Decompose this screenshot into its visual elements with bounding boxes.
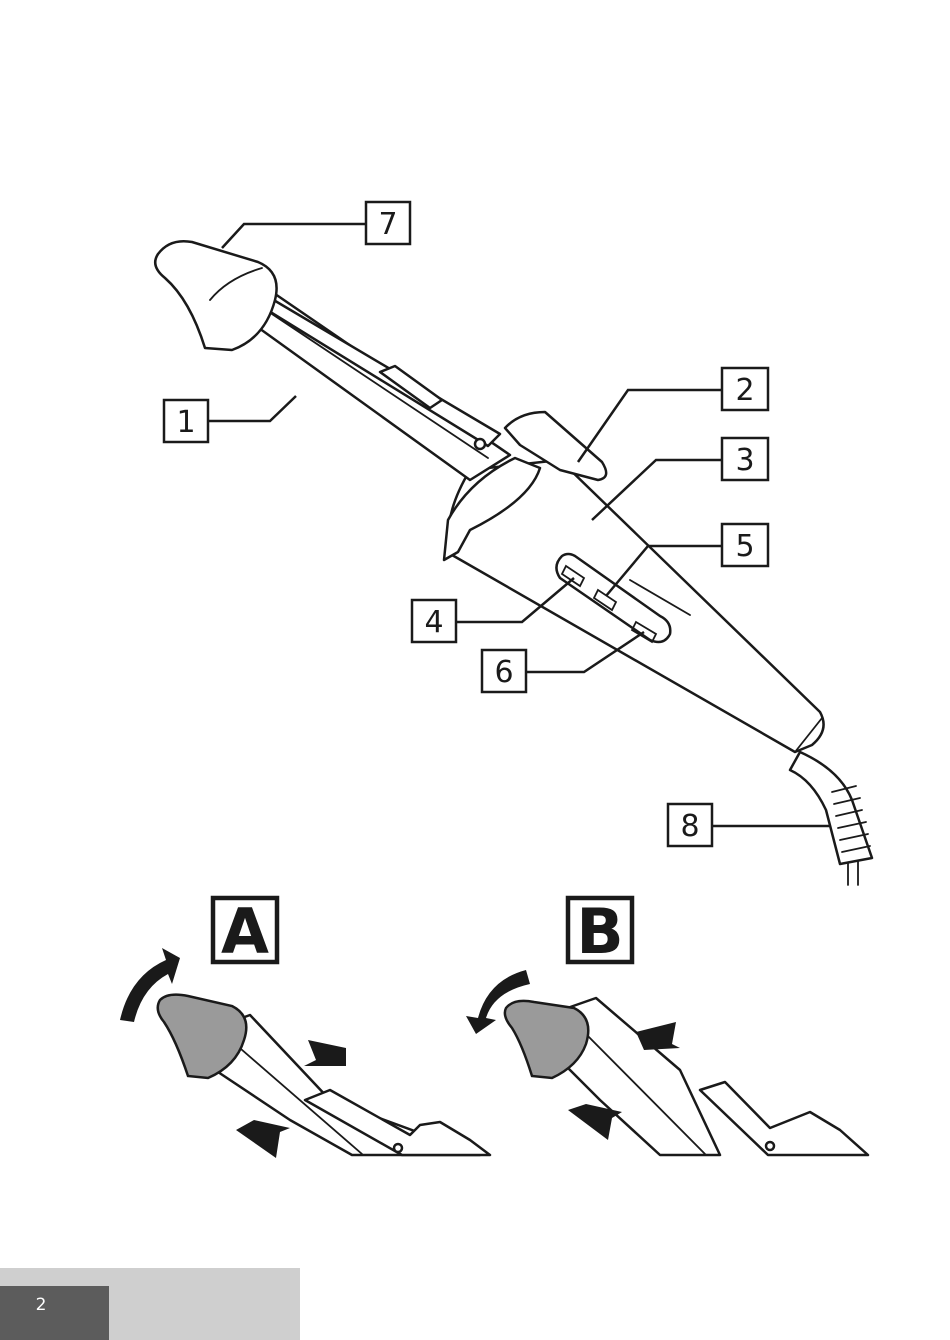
- callout-label-6: 6: [494, 655, 513, 690]
- callout-label-3: 3: [735, 443, 754, 478]
- leader-1: [208, 396, 296, 421]
- step-b-illustration: B: [466, 895, 868, 1155]
- cord-protector: [790, 752, 872, 864]
- hinge-pin: [475, 439, 485, 449]
- page-number: 2: [0, 1286, 82, 1324]
- callout-label-5: 5: [735, 529, 754, 564]
- callout-label-2: 2: [735, 373, 754, 408]
- step-b-label: B: [576, 895, 623, 968]
- barrel-rod: [245, 296, 488, 458]
- callout-label-7: 7: [378, 207, 397, 242]
- callout-label-8: 8: [680, 809, 699, 844]
- step-b-clamp-lever: [700, 1082, 868, 1155]
- clamp: [238, 286, 500, 446]
- callout-label-4: 4: [424, 605, 443, 640]
- callout-label-1: 1: [176, 405, 195, 440]
- leader-7: [222, 224, 366, 248]
- step-a-push-arrow-icon: [304, 1040, 346, 1066]
- step-a-pull-arrow-icon: [236, 1120, 290, 1158]
- cool-tip: [155, 241, 276, 350]
- step-a-hinge: [394, 1144, 402, 1152]
- step-b-hinge: [766, 1142, 774, 1150]
- step-a-label: A: [221, 895, 269, 968]
- step-b-pull-arrow-icon: [636, 1022, 680, 1050]
- step-a-illustration: A: [120, 895, 490, 1158]
- leader-2: [578, 390, 722, 462]
